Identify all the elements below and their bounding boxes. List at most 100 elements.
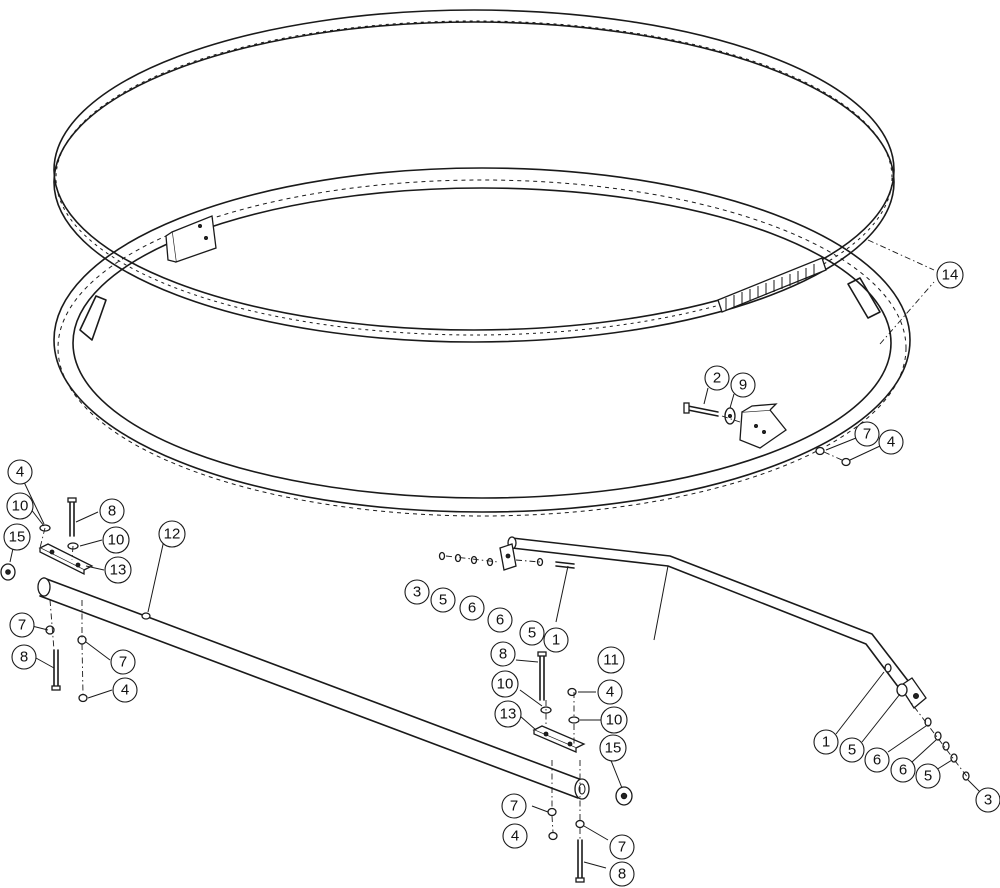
svg-text:8: 8 [618, 866, 626, 883]
callout-6: 6 [864, 747, 890, 773]
svg-text:6: 6 [496, 612, 504, 629]
svg-text:6: 6 [873, 752, 881, 769]
callout-5: 5 [839, 737, 865, 763]
svg-text:10: 10 [12, 498, 29, 515]
bar-hardware-left [438, 551, 575, 569]
callout-4: 4 [502, 823, 528, 849]
exploded-axes [39, 239, 969, 840]
svg-text:11: 11 [603, 652, 619, 669]
nut-right-ring [815, 446, 851, 467]
svg-text:6: 6 [899, 762, 907, 779]
callout-14: 14 [936, 261, 964, 289]
svg-text:10: 10 [497, 676, 514, 693]
callout-2: 2 [704, 365, 730, 391]
callout-12: 12 [158, 520, 186, 548]
callout-7: 7 [854, 421, 880, 447]
svg-text:8: 8 [499, 646, 507, 663]
callout-13: 13 [494, 700, 522, 728]
plate-13-left [38, 543, 94, 576]
svg-text:7: 7 [18, 617, 26, 634]
ring-bracket-right [739, 403, 787, 449]
lower-ring [53, 167, 911, 517]
callout-7: 7 [9, 612, 35, 638]
callout-10: 10 [102, 526, 130, 554]
svg-text:15: 15 [9, 529, 26, 546]
svg-text:9: 9 [739, 377, 747, 394]
upper-ring [53, 9, 895, 343]
svg-text:13: 13 [500, 706, 517, 723]
svg-text:14: 14 [942, 267, 959, 284]
callout-15: 15 [599, 734, 627, 762]
callout-3: 3 [404, 579, 430, 605]
callout-4: 4 [597, 679, 623, 705]
callouts: 14 2 9 7 4 4 10 15 8 10 13 12 7 8 7 4 3 … [3, 261, 1000, 887]
callout-9: 9 [730, 372, 756, 398]
svg-text:4: 4 [121, 682, 129, 699]
callout-7: 7 [501, 793, 527, 819]
callout-11: 11 [597, 646, 625, 674]
svg-text:12: 12 [164, 526, 181, 543]
svg-text:7: 7 [119, 654, 127, 671]
callout-8: 8 [99, 498, 125, 524]
svg-text:15: 15 [605, 740, 622, 757]
callout-5: 5 [430, 587, 456, 613]
svg-text:2: 2 [713, 370, 721, 387]
svg-text:4: 4 [887, 434, 895, 451]
middle-hardware [532, 651, 586, 883]
callout-7: 7 [110, 649, 136, 675]
svg-text:4: 4 [16, 464, 24, 481]
end-cap-15-left [0, 563, 16, 581]
callout-3: 3 [975, 787, 1000, 813]
callout-1: 1 [813, 729, 839, 755]
svg-text:7: 7 [863, 426, 871, 443]
callout-10: 10 [491, 670, 519, 698]
bolt-8-left-bottom [51, 649, 61, 691]
callout-10: 10 [600, 706, 628, 734]
svg-text:8: 8 [20, 649, 28, 666]
bolt-8-left-top [67, 497, 77, 537]
svg-text:10: 10 [606, 712, 623, 729]
callout-1: 1 [543, 627, 569, 653]
svg-text:5: 5 [528, 625, 536, 642]
tube-long [37, 577, 590, 800]
leader-lines [9, 387, 981, 869]
ribbed-strip [717, 257, 827, 313]
callout-8: 8 [11, 644, 37, 670]
ring-bracket-left [165, 215, 217, 263]
svg-text:1: 1 [552, 632, 560, 649]
svg-text:7: 7 [618, 839, 626, 856]
svg-text:4: 4 [511, 828, 519, 845]
bolt-2 [683, 402, 719, 417]
callout-7: 7 [609, 834, 635, 860]
callout-8: 8 [490, 641, 516, 667]
callout-10: 10 [6, 492, 34, 520]
callout-4: 4 [112, 677, 138, 703]
svg-text:10: 10 [108, 532, 125, 549]
callout-8: 8 [609, 861, 635, 887]
bent-bar-11 [499, 536, 927, 709]
callout-4: 4 [7, 459, 33, 485]
svg-text:13: 13 [110, 562, 127, 579]
bolt-12 [141, 612, 151, 620]
svg-text:5: 5 [848, 742, 856, 759]
washer-9 [724, 407, 736, 425]
svg-text:3: 3 [413, 584, 421, 601]
callout-15: 15 [3, 523, 31, 551]
callout-5: 5 [915, 763, 941, 789]
svg-text:4: 4 [606, 684, 614, 701]
callout-6: 6 [487, 607, 513, 633]
callout-5: 5 [519, 620, 545, 646]
svg-text:6: 6 [468, 600, 476, 617]
svg-text:7: 7 [510, 798, 518, 815]
callout-4: 4 [878, 429, 904, 455]
svg-text:8: 8 [108, 503, 116, 520]
svg-text:1: 1 [822, 734, 830, 751]
callout-13: 13 [104, 556, 132, 584]
callout-6: 6 [890, 757, 916, 783]
svg-text:3: 3 [984, 792, 992, 809]
svg-text:5: 5 [924, 768, 932, 785]
end-cap-15-right [615, 786, 633, 806]
bar-hardware-right [884, 663, 970, 781]
callout-6: 6 [459, 595, 485, 621]
